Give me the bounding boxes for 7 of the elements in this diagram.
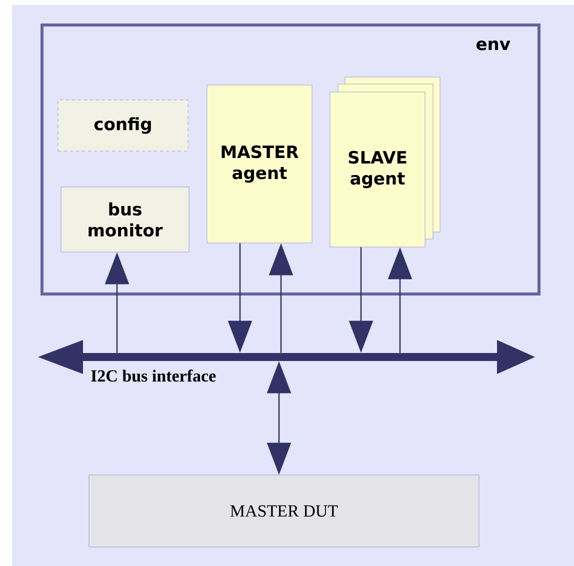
node-label: I2C bus interface bbox=[91, 370, 216, 382]
bus-bar: I2C bus interface bbox=[38, 340, 535, 382]
dut-box: MASTER DUT bbox=[88, 474, 480, 548]
agent-box: MASTER agent bbox=[206, 84, 312, 244]
monitor-box: bus monitor bbox=[60, 186, 190, 252]
config-box: config bbox=[58, 100, 188, 152]
agent-stack: SLAVE agent bbox=[330, 76, 440, 248]
